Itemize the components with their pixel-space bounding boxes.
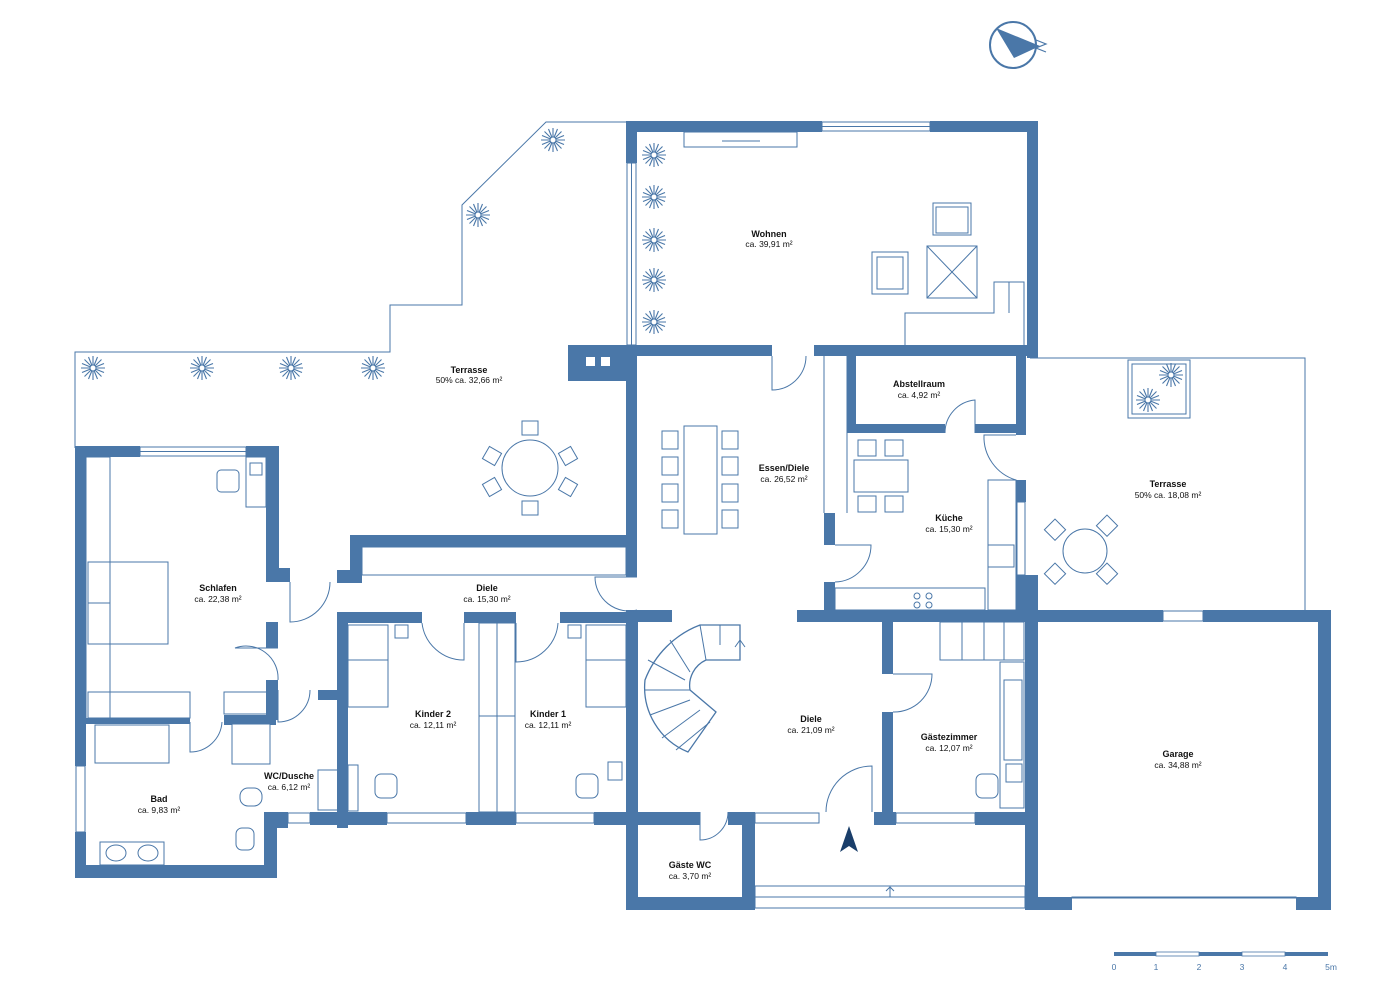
room-area: ca. 21,09 m²	[787, 725, 834, 735]
room-label-terrasse-west: Terrasse 50% ca. 32,66 m²	[436, 365, 503, 385]
windows	[75, 121, 1297, 909]
room-label-wc-dusche: WC/Dusche ca. 6,12 m²	[264, 771, 314, 792]
room-area: ca. 12,07 m²	[925, 743, 972, 753]
scale-label: 2	[1197, 962, 1202, 972]
room-name: Kinder 2	[415, 709, 451, 719]
room-area: ca. 15,30 m²	[925, 524, 972, 534]
room-area: ca. 9,83 m²	[138, 805, 181, 815]
terrace-east-outline	[1030, 357, 1306, 610]
room-label-kinder2: Kinder 2 ca. 12,11 m²	[410, 709, 457, 730]
room-name: Terrasse	[451, 365, 488, 375]
room-name: Essen/Diele	[759, 463, 810, 473]
room-label-schlafen: Schlafen ca. 22,38 m²	[194, 583, 241, 604]
room-name: Bad	[150, 794, 167, 804]
scale-bar: 0 1 2 3 4 5m	[1112, 951, 1337, 972]
scale-label: 4	[1283, 962, 1288, 972]
entrance-arrow-icon	[840, 826, 895, 897]
room-name: Garage	[1162, 749, 1193, 759]
room-area: 50% ca. 32,66 m²	[436, 375, 503, 385]
room-label-garage: Garage ca. 34,88 m²	[1154, 749, 1201, 770]
room-area: 50% ca. 18,08 m²	[1135, 490, 1202, 500]
room-area: ca. 34,88 m²	[1154, 760, 1201, 770]
room-name: Abstellraum	[893, 379, 945, 389]
room-name: WC/Dusche	[264, 771, 314, 781]
room-area: ca. 26,52 m²	[760, 474, 807, 484]
room-area: ca. 15,30 m²	[463, 594, 510, 604]
room-label-wohnen: Wohnen ca. 39,91 m²	[745, 229, 792, 249]
scale-label: 5m	[1325, 962, 1337, 972]
room-name: Diele	[476, 583, 498, 593]
room-label-abstellraum: Abstellraum ca. 4,92 m²	[893, 379, 945, 400]
room-label-essen-diele: Essen/Diele ca. 26,52 m²	[759, 463, 810, 484]
room-area: ca. 12,11 m²	[525, 720, 572, 730]
room-name: Wohnen	[751, 229, 786, 239]
room-name: Gäste WC	[669, 860, 712, 870]
room-label-gaestezimmer: Gästezimmer ca. 12,07 m²	[921, 732, 978, 753]
room-label-kueche: Küche ca. 15,30 m²	[925, 513, 972, 534]
room-name: Diele	[800, 714, 822, 724]
room-area: ca. 3,70 m²	[669, 871, 712, 881]
room-label-kinder1: Kinder 1 ca. 12,11 m²	[525, 709, 572, 730]
walls	[75, 121, 1331, 910]
terrace-west-outline	[74, 121, 626, 448]
north-arrow-icon	[989, 21, 1048, 69]
room-label-diele-upper: Diele ca. 15,30 m²	[463, 583, 510, 604]
room-label-bad: Bad ca. 9,83 m²	[138, 794, 181, 815]
room-area: ca. 6,12 m²	[268, 782, 311, 792]
scale-label: 0	[1112, 962, 1117, 972]
room-name: Kinder 1	[530, 709, 566, 719]
scale-label: 3	[1240, 962, 1245, 972]
room-area: ca. 39,91 m²	[745, 239, 792, 249]
furniture	[85, 131, 1119, 866]
room-name: Schlafen	[199, 583, 237, 593]
room-area: ca. 4,92 m²	[898, 390, 941, 400]
room-name: Gästezimmer	[921, 732, 978, 742]
room-name: Terrasse	[1150, 479, 1187, 489]
room-label-gaeste-wc: Gäste WC ca. 3,70 m²	[669, 860, 712, 881]
room-label-terrasse-east: Terrasse 50% ca. 18,08 m²	[1135, 479, 1202, 500]
room-label-diele-lower: Diele ca. 21,09 m²	[787, 714, 834, 735]
room-area: ca. 12,11 m²	[410, 720, 457, 730]
scale-label: 1	[1154, 962, 1159, 972]
doors	[189, 355, 1017, 841]
room-name: Küche	[935, 513, 963, 523]
room-area: ca. 22,38 m²	[194, 594, 241, 604]
